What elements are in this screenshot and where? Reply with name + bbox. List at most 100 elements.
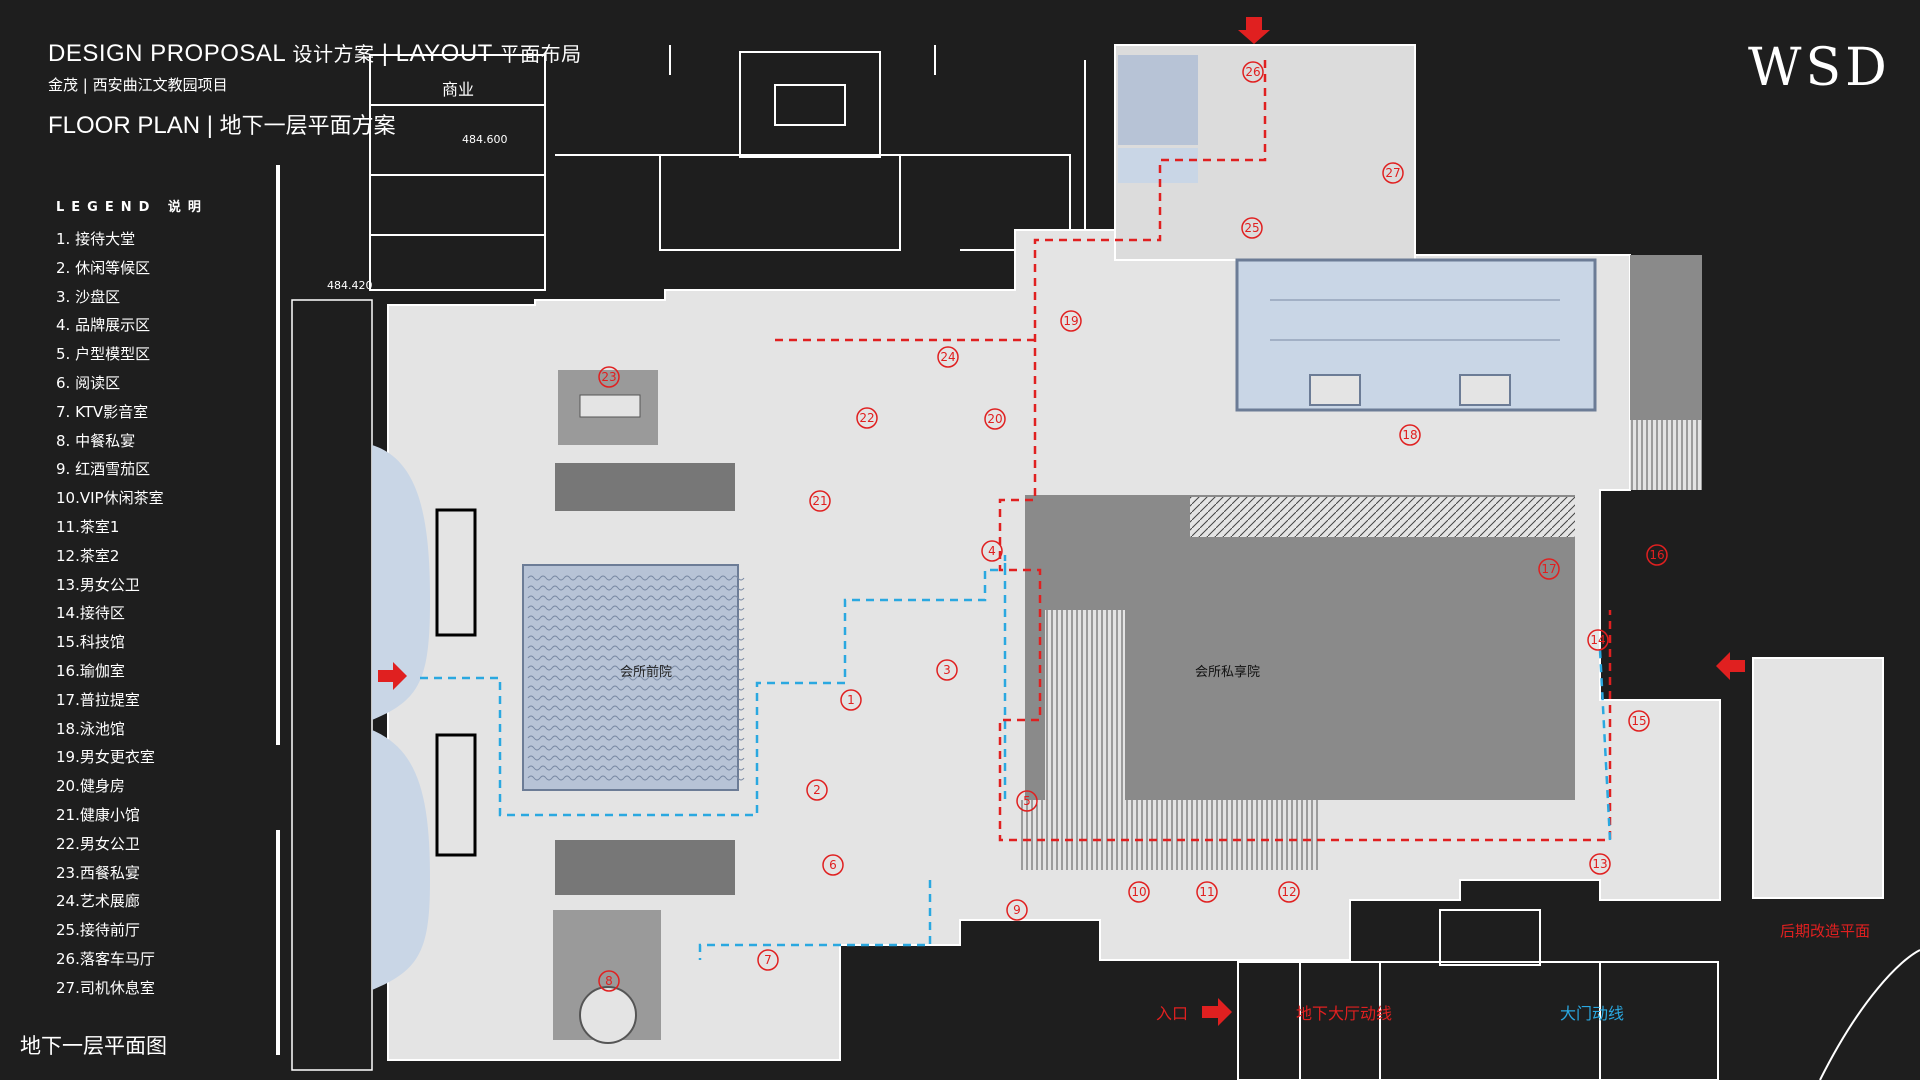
room-number: 7 [764, 953, 772, 967]
water-wave [527, 575, 745, 581]
room-number: 22 [859, 411, 874, 425]
water-wave [527, 605, 745, 611]
project-subtitle: 金茂 | 西安曲江文教园项目 [48, 76, 228, 94]
room-number: 10 [1131, 885, 1146, 899]
water-wave [527, 755, 745, 761]
water-wave [527, 645, 745, 651]
room-number: 15 [1631, 714, 1646, 728]
deck-stripes-lower [1020, 800, 1320, 870]
water-wave [527, 705, 745, 711]
room-marker-circle [598, 366, 620, 388]
floor-title-cn: 地下一层平面方案 [219, 114, 396, 139]
room-number: 21 [812, 494, 827, 508]
legend-item: 10.VIP休闲茶室 [56, 489, 164, 508]
top-entry-arrow [1238, 17, 1270, 44]
room-marker-circle [1128, 881, 1150, 903]
legend-item: 18.泳池馆 [56, 719, 125, 738]
commercial-block [369, 45, 1086, 291]
commercial-label: 商业 [442, 80, 474, 99]
water-wave [527, 735, 745, 741]
room-marker-circle [1589, 853, 1611, 875]
planter-lower [555, 840, 735, 895]
legend-item: 14.接待区 [56, 604, 125, 623]
legend-item: 4. 品牌展示区 [56, 316, 151, 335]
room-marker-circle [1399, 424, 1421, 446]
room-marker-circle [840, 689, 862, 711]
wsd-logo: WSD [1748, 38, 1891, 98]
room-number: 5 [1023, 794, 1031, 808]
room-marker-circle [1241, 217, 1263, 239]
room-number: 12 [1281, 885, 1296, 899]
room-marker-circle [809, 490, 831, 512]
entrance-label: 入口 [1156, 1004, 1189, 1023]
room-marker-circle [1382, 162, 1404, 184]
room-number: 20 [987, 412, 1002, 426]
title-block: DESIGN PROPOSAL 设计方案 | LAYOUT 平面布局 金茂 | … [48, 38, 582, 95]
water-wave [527, 725, 745, 731]
title-layout: LAYOUT [395, 40, 493, 67]
water-wave [527, 635, 745, 641]
room-number: 19 [1063, 314, 1078, 328]
plan-caption: 地下一层平面图 [20, 1034, 167, 1058]
title-separator: | [381, 40, 389, 67]
water-wave [527, 675, 745, 681]
room-number: 1 [847, 693, 855, 707]
elevation-label-1: 484.600 [462, 133, 508, 146]
legend-item: 17.普拉提室 [56, 690, 140, 709]
legend-item: 26.落客车马厅 [56, 949, 155, 968]
private-court [1025, 495, 1575, 825]
round-table [579, 986, 637, 1044]
water-wave [527, 695, 745, 701]
legend-entry-arrow [1202, 998, 1232, 1026]
water-feature-lower [372, 730, 430, 990]
water-wave [527, 665, 745, 671]
water-wave [527, 745, 745, 751]
gate-flow-label: 大门动线 [1560, 1004, 1625, 1023]
legend-item: 5. 户型模型区 [56, 345, 151, 364]
room-marker-circle [937, 346, 959, 368]
legend-item: 12.茶室2 [56, 546, 120, 565]
room-number: 4 [988, 544, 996, 558]
legend-item: 8. 中餐私宴 [56, 431, 136, 450]
private-court-label: 会所私享院 [1195, 664, 1260, 680]
room-marker-circle [1016, 790, 1038, 812]
room-marker-circle [598, 970, 620, 992]
legend-item: 20.健身房 [56, 777, 125, 796]
legend-item: 2. 休闲等候区 [56, 258, 151, 277]
legend-item: 16.瑜伽室 [56, 661, 125, 680]
room-marker-circle [984, 408, 1006, 430]
water-wave [527, 765, 745, 771]
floor-plan-title: FLOOR PLAN | 地下一层平面方案 [48, 108, 396, 140]
legend-divider [276, 165, 280, 745]
room-marker-circle [1278, 881, 1300, 903]
planter-upper [555, 463, 735, 511]
front-court-label: 会所前院 [620, 664, 672, 680]
front-court-pool [522, 564, 745, 791]
deck-stripes [1045, 610, 1125, 835]
legend-item: 22.男女公卫 [56, 834, 140, 853]
legend-item: 11.茶室1 [56, 517, 120, 536]
room-number: 16 [1649, 548, 1664, 562]
room-number: 27 [1385, 166, 1400, 180]
room-number: 2 [813, 783, 821, 797]
water-wave [527, 625, 745, 631]
legend-item: 3. 沙盘区 [56, 287, 121, 306]
room-marker-circle [806, 779, 828, 801]
room-number: 6 [829, 858, 837, 872]
legend-header: LEGEND 说明 [56, 200, 208, 215]
room-number: 26 [1245, 65, 1260, 79]
boundary-strip [291, 299, 373, 1071]
room-marker-circle [856, 407, 878, 429]
room-marker-circle [1196, 881, 1218, 903]
room-number: 17 [1541, 562, 1556, 576]
legend-item: 15.科技馆 [56, 633, 125, 652]
legend-item: 9. 红酒雪茄区 [56, 460, 151, 479]
legend-item: 21.健康小馆 [56, 805, 140, 824]
water-wave [527, 615, 745, 621]
dropoff-water [1118, 148, 1198, 183]
legend-item: 6. 阅读区 [56, 373, 121, 392]
floor-title-separator: | [206, 112, 213, 139]
